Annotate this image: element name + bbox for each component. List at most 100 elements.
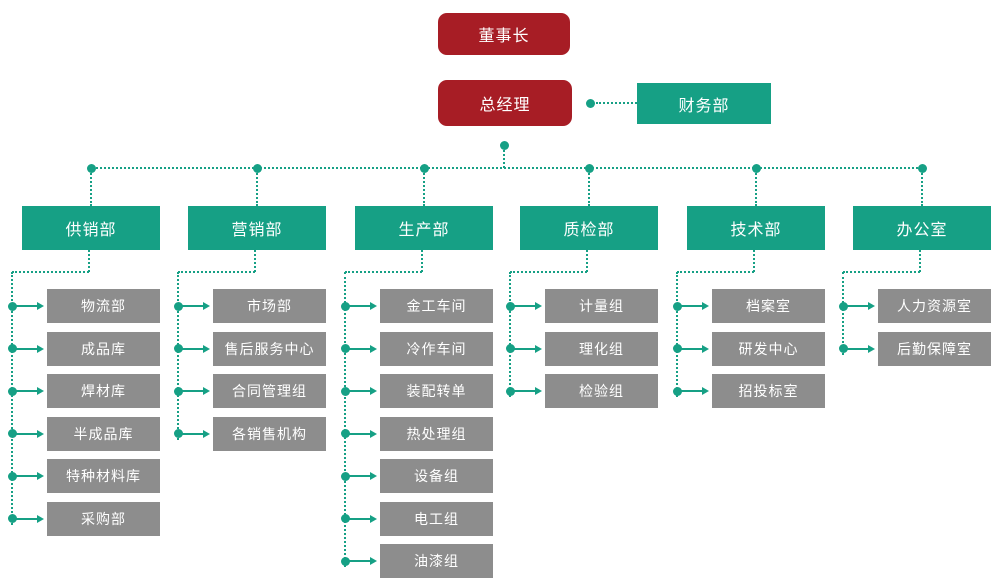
dept-elbow-across-line: [843, 271, 920, 273]
sub-department-node: 冷作车间: [380, 331, 493, 366]
child-arrow-shaft: [681, 390, 702, 392]
sub-department-node: 物流部: [47, 289, 160, 323]
children-rail-line: [676, 272, 678, 397]
department-node: 生产部: [355, 206, 493, 250]
department-node: 供销部: [22, 206, 160, 250]
child-arrow-head: [535, 302, 542, 310]
sub-department-node: 热处理组: [380, 416, 493, 451]
dept-elbow-down-line: [88, 250, 90, 272]
sub-department-node: 招投标室: [712, 374, 825, 408]
child-arrow-head: [535, 344, 542, 353]
children-rail-line: [11, 272, 13, 525]
dept-elbow-across-line: [677, 271, 754, 273]
child-arrow-head: [370, 344, 377, 353]
child-arrow-head: [702, 302, 709, 310]
gm-finance-junction-dot: [583, 96, 597, 110]
child-arrow-shaft: [182, 347, 203, 350]
child-arrow-head: [535, 387, 542, 395]
child-arrow-shaft: [349, 517, 370, 520]
child-arrow-head: [203, 302, 210, 310]
child-arrow-head: [868, 302, 875, 310]
child-arrow-shaft: [16, 432, 37, 435]
dept-elbow-down-line: [254, 250, 256, 272]
child-arrow-shaft: [16, 475, 37, 477]
child-arrow-shaft: [514, 390, 535, 392]
child-arrow-head: [37, 302, 44, 310]
child-arrow-shaft: [349, 305, 370, 307]
child-arrow-head: [37, 429, 44, 438]
child-arrow-head: [370, 514, 377, 523]
child-arrow-head: [370, 302, 377, 310]
dept-stub-line: [256, 170, 258, 206]
child-arrow-shaft: [514, 347, 535, 350]
child-arrow-shaft: [16, 347, 37, 350]
child-arrow-shaft: [847, 305, 868, 307]
child-arrow-head: [370, 429, 377, 438]
dept-elbow-down-line: [421, 250, 423, 272]
child-arrow-head: [702, 344, 709, 353]
sub-department-node: 设备组: [380, 459, 493, 493]
child-arrow-head: [203, 387, 210, 395]
child-arrow-shaft: [349, 432, 370, 435]
child-arrow-shaft: [349, 560, 370, 562]
sub-department-node: 半成品库: [47, 416, 160, 451]
children-rail-line: [177, 272, 179, 440]
gm-down-line: [503, 150, 505, 168]
sub-department-node: 成品库: [47, 331, 160, 366]
sub-department-node: 理化组: [545, 331, 658, 366]
dept-stub-line: [755, 170, 757, 206]
dept-elbow-across-line: [178, 271, 255, 273]
child-arrow-head: [868, 344, 875, 353]
child-arrow-shaft: [182, 390, 203, 392]
child-arrow-shaft: [847, 347, 868, 350]
sub-department-node: 人力资源室: [878, 289, 991, 323]
departments-trunk-line: [91, 167, 922, 169]
child-arrow-shaft: [182, 432, 203, 435]
sub-department-node: 采购部: [47, 501, 160, 536]
sub-department-node: 研发中心: [712, 331, 825, 366]
sub-department-node: 特种材料库: [47, 459, 160, 493]
dept-elbow-across-line: [510, 271, 587, 273]
sub-department-node: 焊材库: [47, 374, 160, 408]
child-arrow-shaft: [16, 517, 37, 520]
dept-elbow-across-line: [345, 271, 422, 273]
sub-department-node: 市场部: [213, 289, 326, 323]
sub-department-node: 油漆组: [380, 544, 493, 578]
child-arrow-head: [370, 472, 377, 480]
gm-finance-link-line: [596, 102, 637, 104]
child-arrow-head: [370, 387, 377, 395]
child-arrow-head: [203, 344, 210, 353]
sub-department-node: 计量组: [545, 289, 658, 323]
sub-department-node: 后勤保障室: [878, 331, 991, 366]
sub-department-node: 售后服务中心: [213, 331, 326, 366]
child-arrow-shaft: [16, 390, 37, 392]
dept-elbow-down-line: [753, 250, 755, 272]
department-node: 营销部: [188, 206, 326, 250]
child-arrow-shaft: [681, 305, 702, 307]
children-rail-line: [509, 272, 511, 397]
child-arrow-shaft: [349, 475, 370, 477]
dept-stub-line: [921, 170, 923, 206]
general-manager-node: 总经理: [438, 80, 572, 126]
dept-elbow-down-line: [586, 250, 588, 272]
child-arrow-head: [37, 387, 44, 395]
child-arrow-shaft: [349, 390, 370, 392]
dept-stub-line: [423, 170, 425, 206]
child-arrow-head: [203, 429, 210, 438]
dept-elbow-down-line: [919, 250, 921, 272]
sub-department-node: 合同管理组: [213, 374, 326, 408]
sub-department-node: 装配转单: [380, 374, 493, 408]
child-arrow-head: [37, 344, 44, 353]
child-arrow-head: [37, 514, 44, 523]
child-arrow-shaft: [681, 347, 702, 350]
sub-department-node: 金工车间: [380, 289, 493, 323]
sub-department-node: 检验组: [545, 374, 658, 408]
department-node: 办公室: [853, 206, 991, 250]
child-arrow-shaft: [182, 305, 203, 307]
finance-node: 财务部: [637, 83, 771, 124]
children-rail-line: [842, 272, 844, 355]
child-arrow-head: [37, 472, 44, 480]
child-arrow-head: [370, 557, 377, 565]
chairman-node: 董事长: [438, 13, 570, 55]
